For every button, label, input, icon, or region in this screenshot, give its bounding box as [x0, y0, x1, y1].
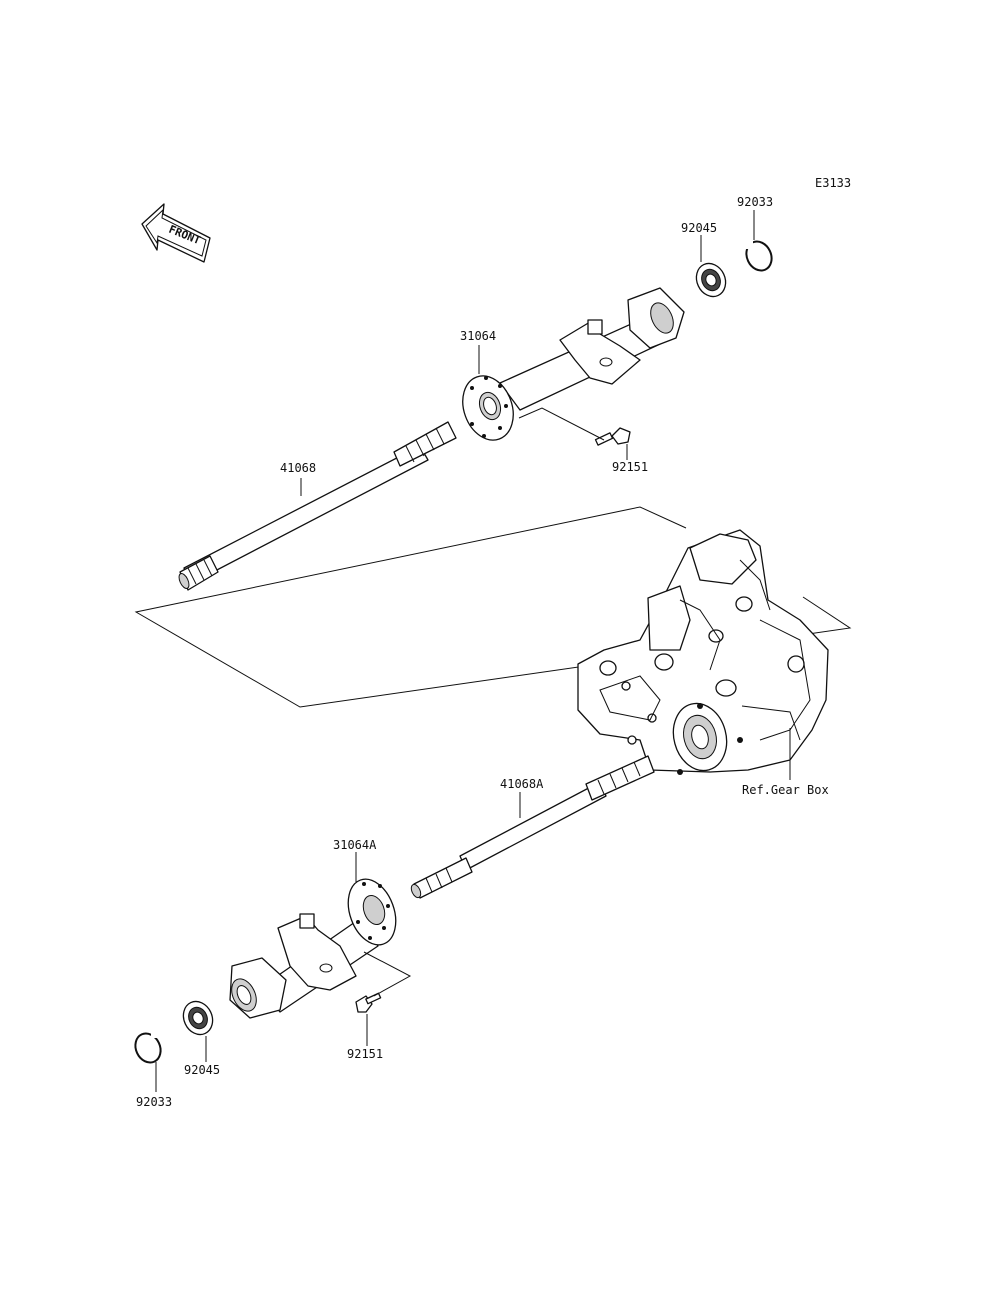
front-arrow-icon: FRONT	[141, 203, 211, 263]
bearing-top	[695, 262, 727, 298]
diagram-code: E3133	[815, 176, 851, 190]
label-ref-gear-box: Ref.Gear Box	[742, 783, 829, 797]
label-92045-bottom: 92045	[184, 1063, 220, 1077]
snap-ring-top	[745, 240, 773, 272]
label-92045-top: 92045	[681, 221, 717, 235]
label-92151-bottom: 92151	[347, 1047, 383, 1061]
axle-housing-top	[462, 287, 685, 441]
axle-housing-bottom	[229, 878, 397, 1019]
label-41068: 41068	[280, 461, 316, 475]
gear-box	[577, 529, 829, 775]
label-92033-bottom: 92033	[136, 1095, 172, 1109]
label-31064A: 31064A	[333, 838, 377, 852]
label-92033-top: 92033	[737, 195, 773, 209]
snap-ring-bottom	[134, 1030, 162, 1064]
label-41068A: 41068A	[500, 777, 544, 791]
bearing-bottom	[182, 1000, 214, 1036]
label-92151-top: 92151	[612, 460, 648, 474]
label-31064-top: 31064	[460, 329, 496, 343]
bolt-top	[594, 427, 631, 446]
bolt-bottom	[355, 992, 382, 1013]
axle-shaft-bottom	[410, 755, 655, 899]
axle-shaft-top	[178, 421, 457, 591]
